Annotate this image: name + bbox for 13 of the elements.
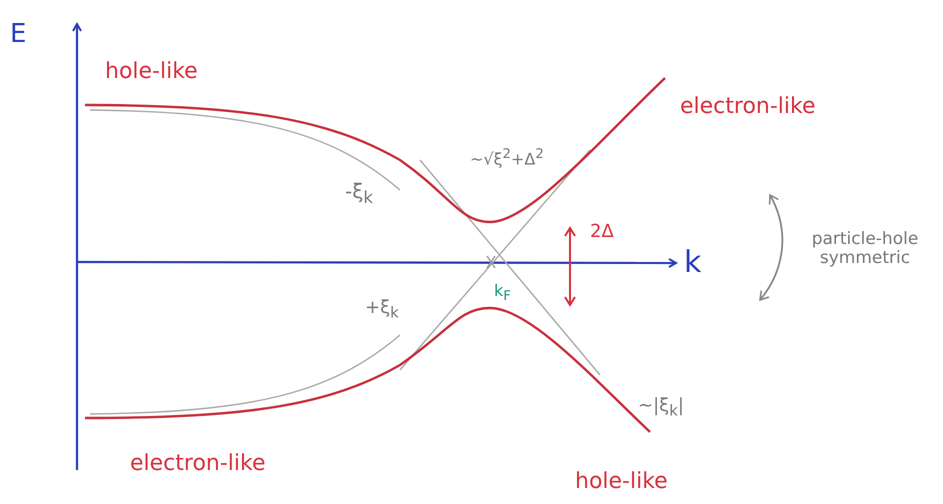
math-label: -ξ$_{k}$ xyxy=(345,180,374,208)
math-label: k$_{F}$ xyxy=(494,282,511,305)
band-label: electron-like xyxy=(130,452,266,476)
formula-label: ∼√ξ$^{2}$+Δ$^{2}$ xyxy=(470,148,544,168)
math-label: +ξ$_{k}$ xyxy=(365,298,399,322)
formula-label: ∼|ξ$_{k}$| xyxy=(638,396,684,420)
annotation-text: particle-hole symmetric xyxy=(810,230,920,268)
gap-label: 2Δ xyxy=(590,222,614,242)
band-label: hole-like xyxy=(575,470,668,494)
band-label: hole-like xyxy=(105,60,198,84)
band-label: electron-like xyxy=(680,95,816,120)
axis-label: k xyxy=(684,246,702,279)
axis-label: E xyxy=(10,20,26,49)
